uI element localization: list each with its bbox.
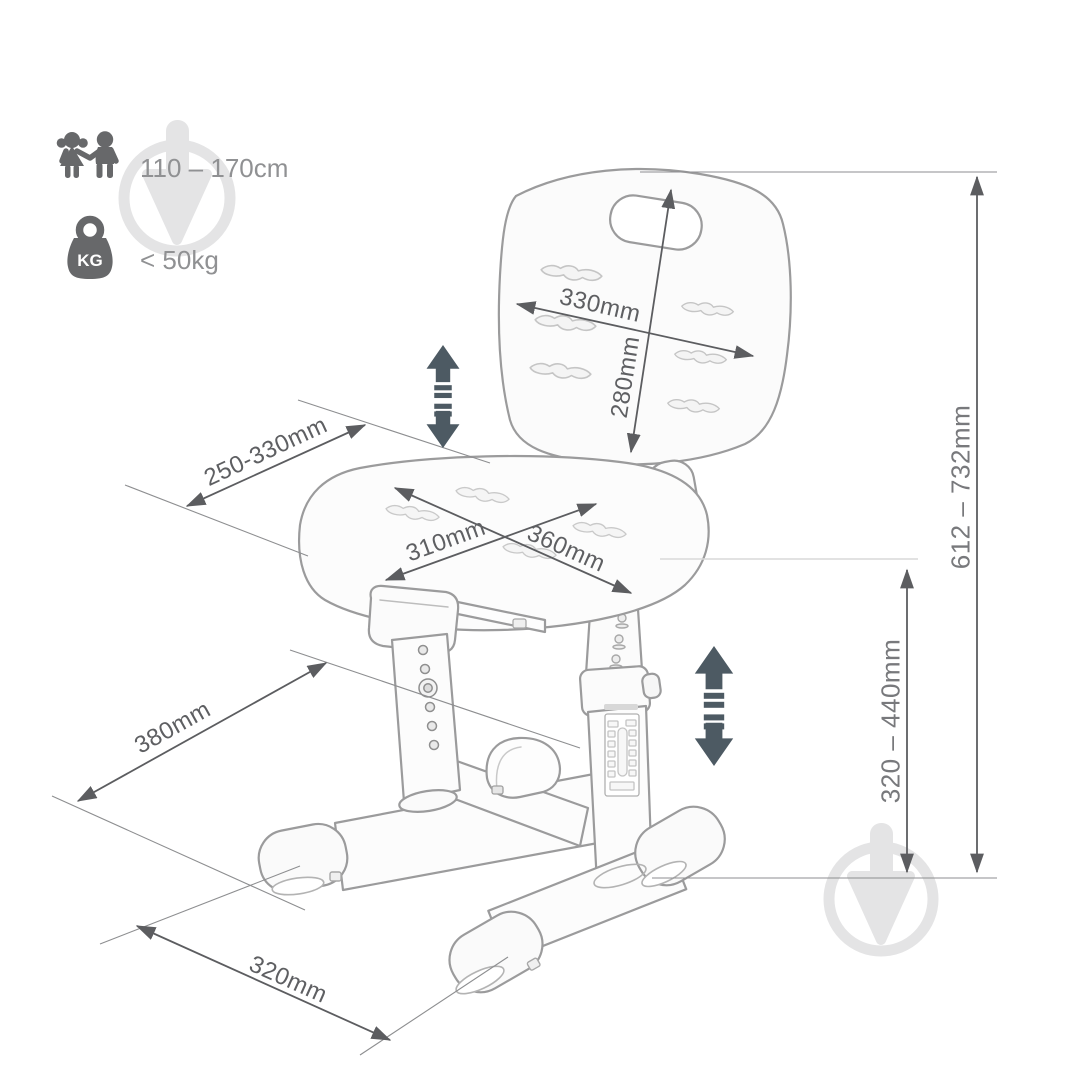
chair-backrest [497,167,792,466]
rear-leg-label-sticker [604,704,640,797]
dim-line-seat-depth-range [185,424,367,507]
dim-line-base-length [76,662,328,802]
chair-seat [298,454,710,632]
dimension-lines [76,175,984,1041]
dim-seat-height-label: 320 – 440mm [875,638,906,804]
watermark-logo-bottom [823,823,939,957]
dim-overall-height-label: 612 – 732mm [945,404,976,570]
seat-adjust-arrow-icon [694,646,734,766]
weight-limit-text: < 50kg [140,245,219,275]
base-right-runner [448,805,726,995]
children-icon [56,131,119,178]
rear-foot-cap [634,805,726,887]
height-range-text: 110 – 170cm [140,153,289,183]
crossbar-saddle [485,736,562,799]
backrest-adjust-arrow-icon [426,345,460,448]
kettlebell-kg-icon: KG [67,215,113,279]
height-adjust-holes [417,644,440,751]
dim-line-seat-width [393,487,633,594]
watermark-logo-top [118,120,236,257]
front-foot-cap [448,910,544,994]
dim-line-backrest-height [626,188,676,454]
dim-line-base-width [135,925,392,1041]
extension-lines [51,171,997,1056]
kg-badge-text: KG [77,251,103,270]
front-leg [367,584,547,813]
